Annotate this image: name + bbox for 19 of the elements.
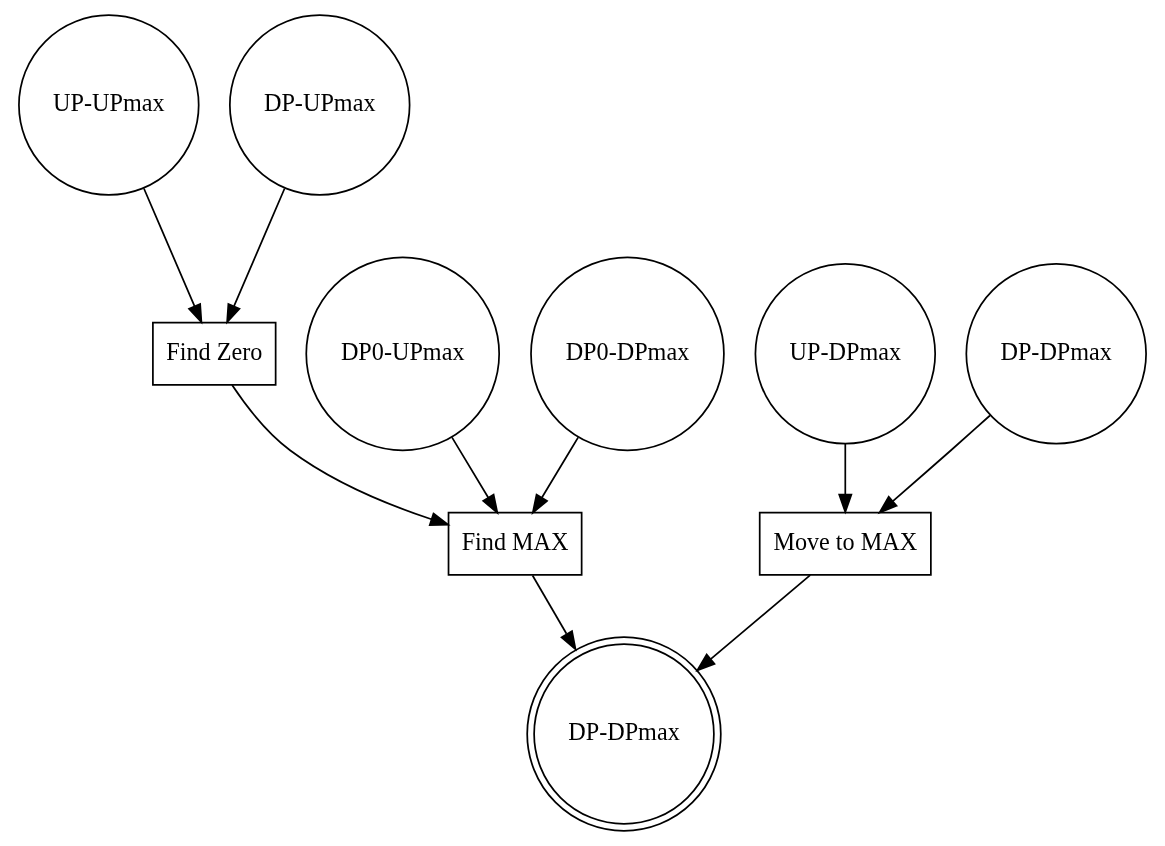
arrow [877,414,991,515]
arrow [838,443,853,515]
arrow [695,574,812,673]
node-circle: DP0-DPmax [530,256,725,452]
node-circle: DP-UPmax [229,14,411,196]
arrow [143,187,203,325]
node-circle: UP-UPmax [18,14,200,196]
node-box: Find Zero [152,321,277,386]
node-circle: DP-DPmax [965,263,1147,445]
arrow [231,384,451,526]
arrow [226,187,286,325]
arrow [531,574,577,652]
node-box: Find MAX [447,511,583,576]
arrow [451,436,499,515]
node-circle: UP-DPmax [754,263,937,445]
node-box: Move to MAX [758,511,932,576]
node-circle: DP-DPmax [526,636,722,832]
arrow [531,436,580,515]
node-circle: DP0-UPmax [305,256,501,452]
